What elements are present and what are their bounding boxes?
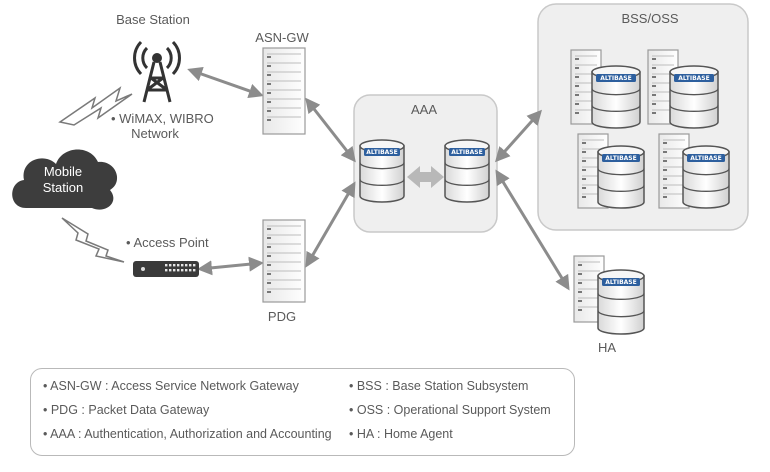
- legend-item-pdg: • PDG : Packet Data Gateway: [43, 403, 210, 417]
- arrow-pdg-aaa: [305, 181, 356, 268]
- bss-oss-label: BSS/OSS: [621, 11, 679, 26]
- database-icon: ALTIBASE: [444, 139, 490, 203]
- access-point-label: • Access Point: [126, 235, 209, 250]
- mobile-station-line2: Station: [42, 180, 84, 195]
- database-icon: ALTIBASE: [682, 145, 730, 209]
- mobile-station-label: Mobile Station: [38, 164, 88, 196]
- legend-item-bss: • BSS : Base Station Subsystem: [349, 379, 529, 393]
- pdg-label: PDG: [267, 309, 297, 324]
- cloud-icon: [12, 149, 118, 210]
- lightning-bolt-icon: [58, 86, 133, 126]
- arrow-aaa-bssoss: [494, 109, 543, 163]
- ha-label: HA: [597, 340, 617, 355]
- network-label-line2: Network: [131, 126, 179, 141]
- aaa-sync-arrow: [407, 166, 444, 188]
- database-icon: ALTIBASE: [597, 145, 645, 209]
- altibase-logo: ALTIBASE: [678, 75, 709, 82]
- arrow-accesspoint-pdg: [197, 256, 264, 276]
- legend-item-oss: • OSS : Operational Support System: [349, 403, 551, 417]
- altibase-logo: ALTIBASE: [605, 155, 636, 162]
- antenna-tower-icon: [133, 40, 181, 103]
- legend-item-ha: • HA : Home Agent: [349, 427, 453, 441]
- database-icon: ALTIBASE: [669, 65, 719, 129]
- server-icon: [262, 219, 306, 303]
- altibase-logo: ALTIBASE: [451, 149, 482, 156]
- server-icon: [570, 49, 602, 125]
- server-icon: [262, 47, 306, 135]
- asn-gw-label: ASN-GW: [255, 30, 309, 45]
- arrow-basestation-asngw: [187, 66, 264, 99]
- altibase-logo: ALTIBASE: [605, 279, 636, 286]
- base-station-label: Base Station: [116, 12, 190, 27]
- lightning-bolt-icon: [61, 217, 125, 263]
- altibase-logo: ALTIBASE: [366, 149, 397, 156]
- legend-item-aaa: • AAA : Authentication, Authorization an…: [43, 427, 332, 441]
- altibase-logo: ALTIBASE: [600, 75, 631, 82]
- network-label-line1: • WiMAX, WIBRO: [111, 111, 214, 126]
- altibase-logo: ALTIBASE: [690, 155, 721, 162]
- arrow-asngw-aaa: [305, 97, 356, 163]
- aaa-label: AAA: [410, 102, 438, 117]
- arrow-aaa-ha: [495, 169, 570, 291]
- database-icon: ALTIBASE: [597, 269, 645, 335]
- database-icon: ALTIBASE: [591, 65, 641, 129]
- mobile-station-line1: Mobile: [43, 164, 83, 179]
- legend-item-asn-gw: • ASN-GW : Access Service Network Gatewa…: [43, 379, 299, 393]
- database-icon: ALTIBASE: [359, 139, 405, 203]
- legend-box: • ASN-GW : Access Service Network Gatewa…: [30, 368, 575, 456]
